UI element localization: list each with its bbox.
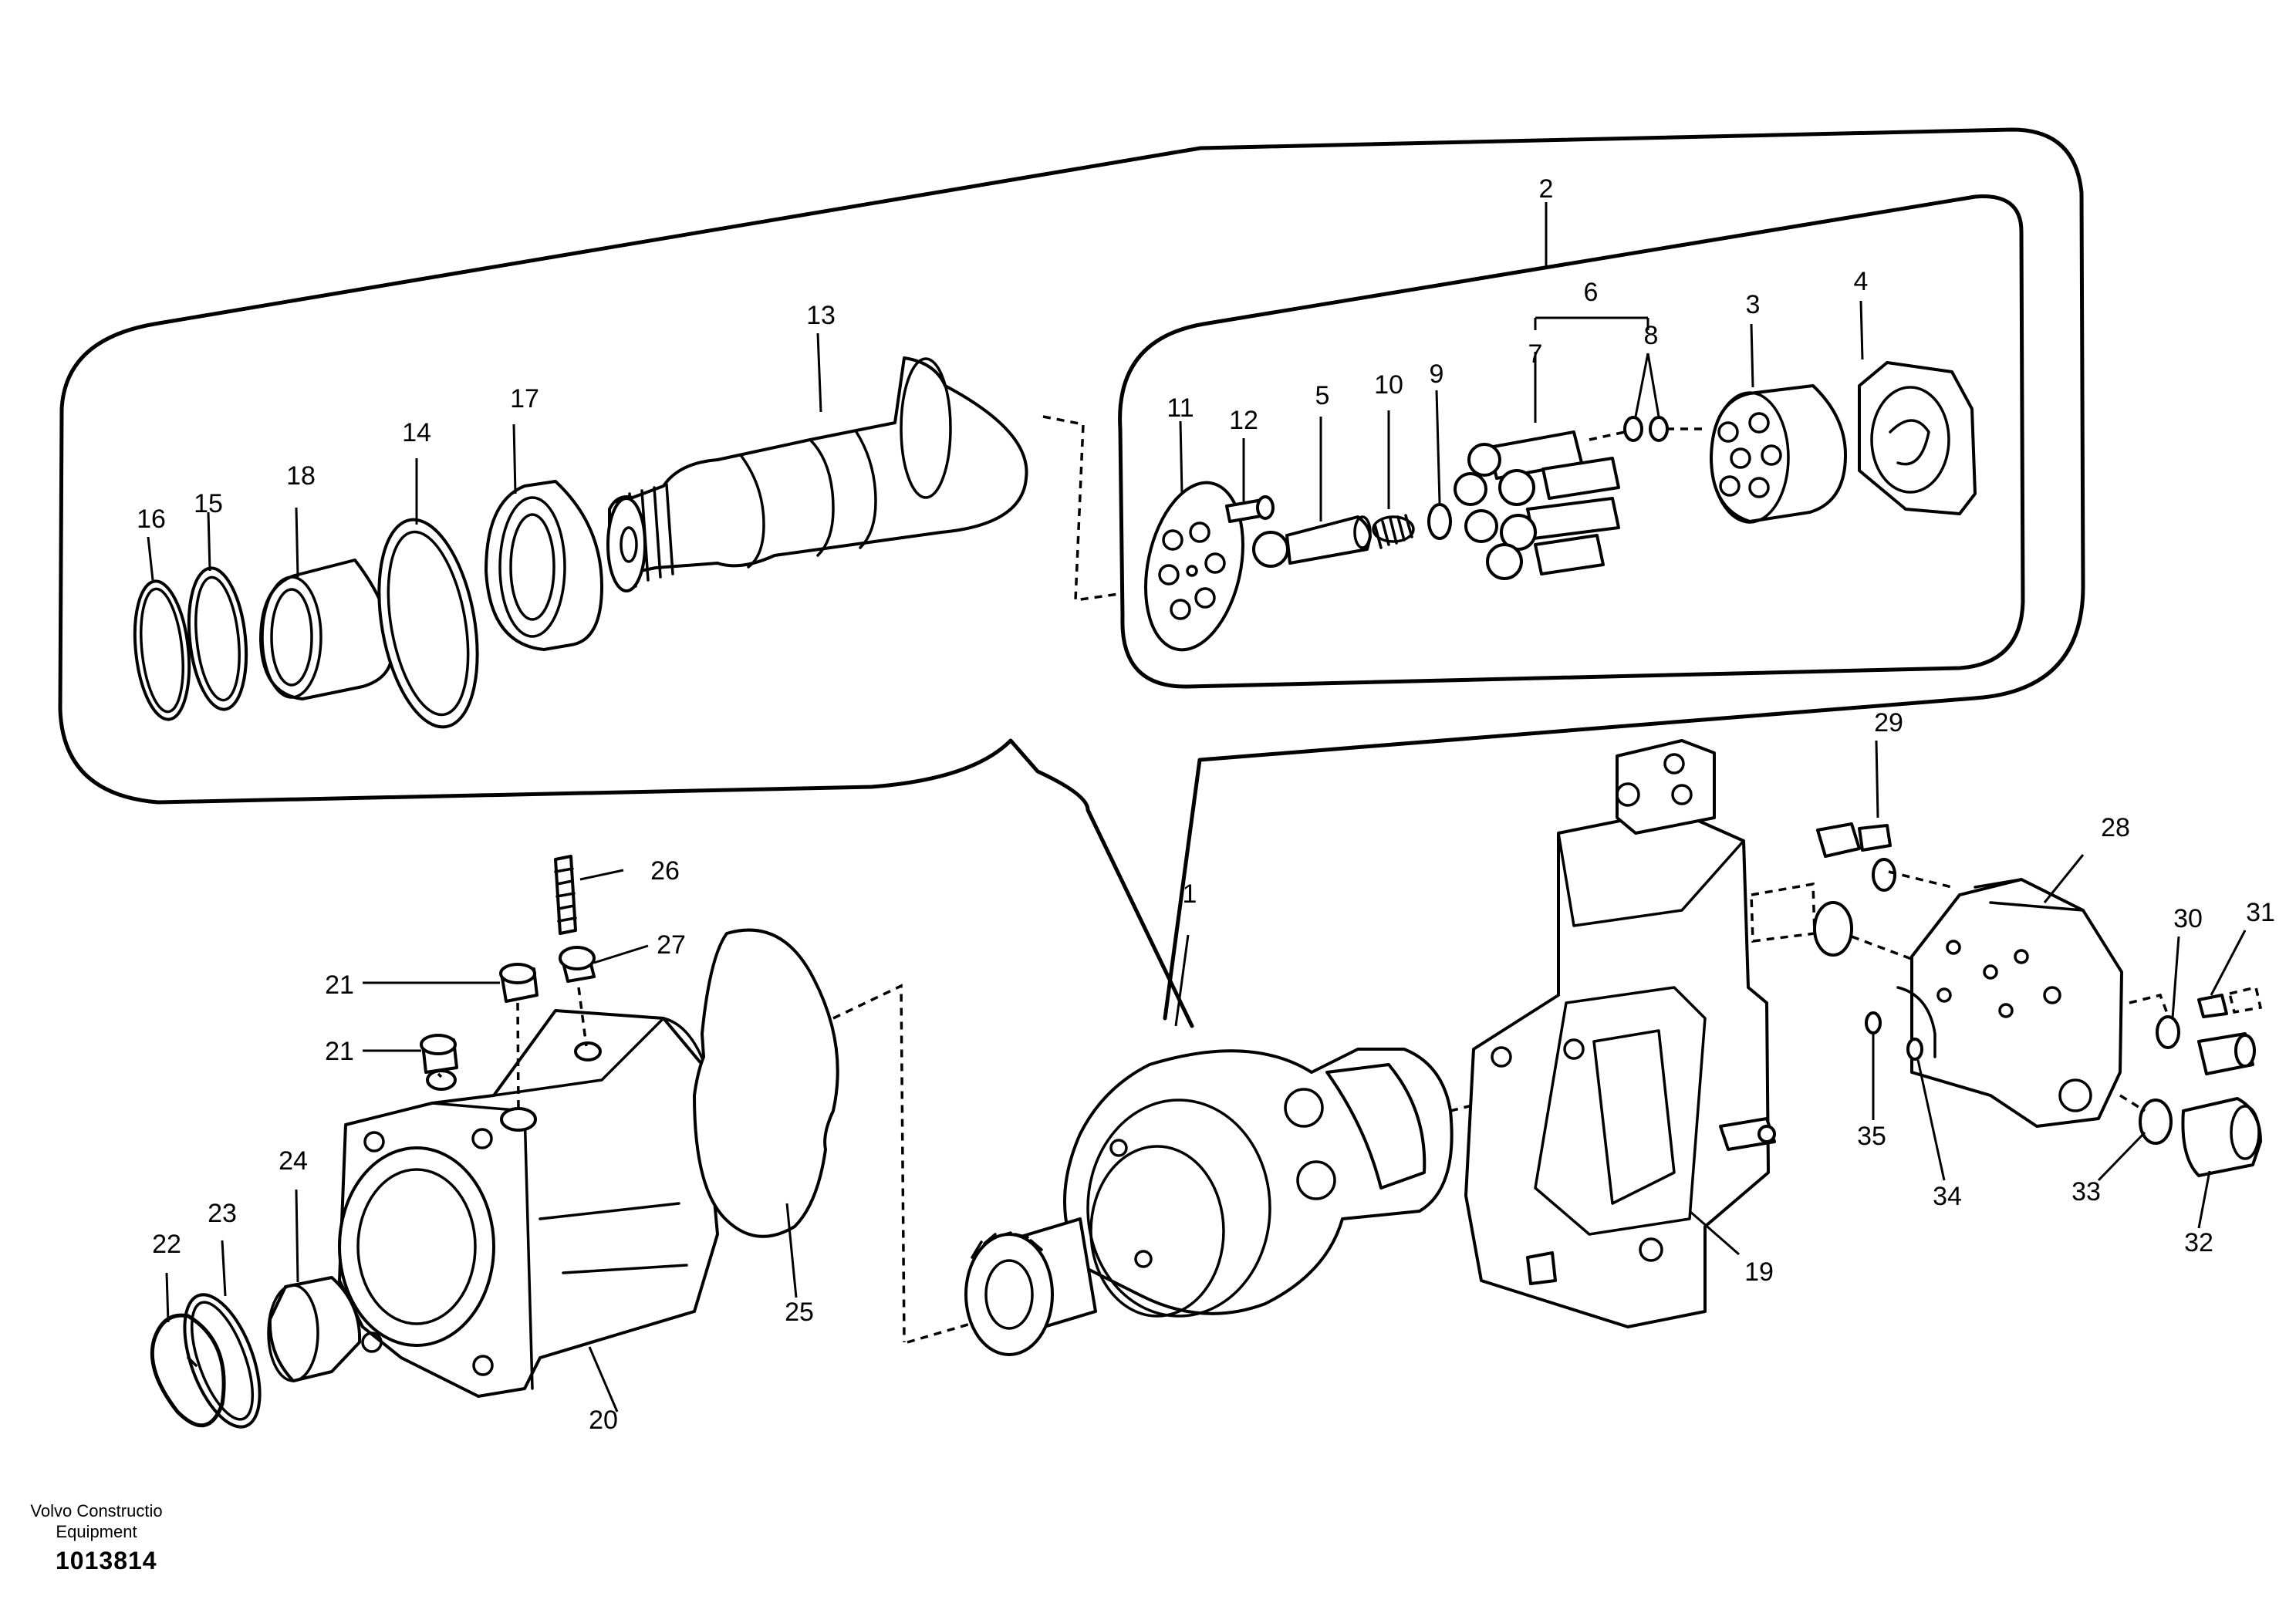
part-26-adjusting-screw bbox=[554, 855, 577, 935]
callout-8: 8 bbox=[1644, 321, 1659, 350]
part-8-retainer-b bbox=[1649, 416, 1669, 442]
publisher-name-line1: Volvo Constructio bbox=[30, 1501, 163, 1520]
callout-11: 11 bbox=[1167, 393, 1194, 423]
part-13-drive-shaft bbox=[606, 356, 1028, 592]
part-12-bolt bbox=[1225, 495, 1275, 523]
callout-14: 14 bbox=[402, 418, 431, 447]
part-28-o-ring bbox=[1813, 901, 1853, 957]
callout-30: 30 bbox=[2173, 904, 2203, 933]
part-7-pistons bbox=[1454, 430, 1620, 580]
part-19-regulator-body bbox=[1464, 739, 1816, 1328]
callout-9: 9 bbox=[1430, 359, 1444, 389]
piston-group-outline bbox=[1118, 194, 2025, 689]
callout-28: 28 bbox=[2101, 813, 2130, 842]
part-21-plug-upper bbox=[499, 963, 539, 1003]
part-17-bearing bbox=[485, 480, 603, 651]
callout-23: 23 bbox=[208, 1199, 237, 1228]
callout-5: 5 bbox=[1315, 381, 1330, 410]
callout-25: 25 bbox=[785, 1298, 814, 1327]
part-31-fitting bbox=[2197, 1032, 2256, 1075]
figure-code: 1013814 bbox=[56, 1547, 157, 1574]
part-4-valve-plate bbox=[1858, 361, 1977, 515]
part-24-bearing bbox=[267, 1276, 362, 1382]
callout-6: 6 bbox=[1584, 278, 1599, 307]
part-20-motor-housing bbox=[338, 1009, 719, 1398]
part-9-ring bbox=[1427, 503, 1452, 540]
callout-21b: 21 bbox=[325, 1037, 354, 1066]
part-35-o-ring bbox=[1865, 1011, 1882, 1034]
callout-10: 10 bbox=[1374, 370, 1403, 400]
connector-dashed-28 bbox=[1851, 870, 1953, 961]
part-8-retainer-a bbox=[1623, 416, 1643, 442]
callout-13: 13 bbox=[806, 301, 836, 330]
callout-24: 24 bbox=[279, 1146, 308, 1176]
callout-17: 17 bbox=[510, 384, 539, 413]
callout-29: 29 bbox=[1874, 708, 1903, 737]
part-3-cylinder-block bbox=[1710, 384, 1847, 524]
callout-20: 20 bbox=[589, 1406, 618, 1435]
callout-31: 31 bbox=[2246, 898, 2275, 927]
part-29-fitting bbox=[1816, 822, 1892, 858]
callout-19: 19 bbox=[1744, 1257, 1774, 1287]
part-33-o-ring bbox=[2139, 1099, 2173, 1145]
connector-dashed-30 bbox=[2119, 993, 2169, 1112]
part-10-spring bbox=[1372, 514, 1415, 549]
part-27-lock-nut bbox=[559, 946, 596, 983]
callout-26: 26 bbox=[650, 856, 680, 886]
publisher-name-line2: Equipment bbox=[56, 1522, 137, 1541]
callout-2: 2 bbox=[1539, 174, 1554, 204]
part-29-o-ring bbox=[1872, 858, 1896, 892]
part-22-circlip bbox=[150, 1313, 226, 1428]
callout-1: 1 bbox=[1183, 879, 1197, 909]
connector-dashed-shaft bbox=[1042, 415, 1119, 602]
callout-21a: 21 bbox=[325, 970, 354, 1000]
connector-dashed-motor-housing bbox=[907, 1322, 971, 1344]
part-21-plug-lower bbox=[420, 1034, 458, 1074]
callout-22: 22 bbox=[152, 1230, 181, 1259]
callout-3: 3 bbox=[1746, 290, 1761, 319]
part-16-snap-ring bbox=[133, 579, 191, 721]
callout-labels: 1 2 3 4 5 6 7 8 9 10 11 12 13 14 15 16 1… bbox=[137, 174, 2275, 1435]
part-25-gasket bbox=[693, 928, 839, 1238]
connector-dashed-plugs bbox=[437, 987, 588, 1112]
callout-35: 35 bbox=[1857, 1122, 1886, 1151]
callout-33: 33 bbox=[2071, 1177, 2101, 1207]
callout-18: 18 bbox=[286, 461, 316, 491]
part-18-sleeve bbox=[259, 559, 394, 700]
callout-12: 12 bbox=[1229, 406, 1258, 435]
connector-dashed-gasket bbox=[832, 984, 906, 1343]
part-11-retainer-plate bbox=[1144, 481, 1244, 652]
part-1-motor-assembly bbox=[964, 1048, 1454, 1356]
part-28-valve-block bbox=[1896, 878, 2123, 1128]
leader-lines bbox=[147, 202, 2247, 1412]
part-15-ring bbox=[187, 566, 248, 711]
part-14-shim bbox=[377, 518, 479, 729]
callout-7: 7 bbox=[1528, 339, 1543, 369]
callout-32: 32 bbox=[2184, 1228, 2213, 1257]
connector-dashed-pistons bbox=[1589, 427, 1705, 441]
part-30-o-ring bbox=[2156, 1015, 2180, 1049]
part-31-plug bbox=[2197, 985, 2263, 1018]
callout-34: 34 bbox=[1933, 1182, 1962, 1211]
part-5-piston bbox=[1252, 515, 1372, 568]
callout-4: 4 bbox=[1854, 267, 1869, 296]
callout-27: 27 bbox=[657, 930, 686, 960]
publisher-credit: Volvo Constructio Equipment bbox=[0, 1500, 193, 1542]
part-34-o-ring bbox=[1906, 1038, 1923, 1061]
callout-15: 15 bbox=[194, 489, 223, 518]
callout-16: 16 bbox=[137, 505, 166, 534]
detail-callout-outline bbox=[58, 127, 2085, 1028]
part-32-plug bbox=[2181, 1097, 2262, 1177]
